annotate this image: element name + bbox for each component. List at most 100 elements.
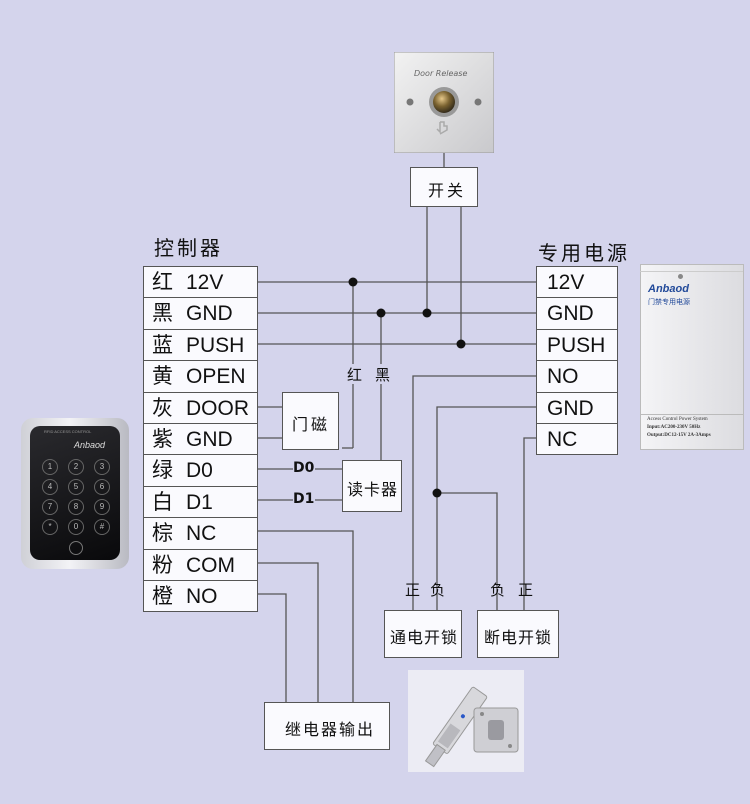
wire-relay-nc — [257, 530, 354, 702]
lock-power-on-box — [384, 610, 462, 658]
power-title: 专用电源 — [538, 241, 630, 265]
terminal-name: GND — [547, 302, 594, 326]
wire-psu-nc — [523, 437, 536, 610]
psu-spec-1: Access Control Power System — [647, 417, 708, 422]
keypad-brand: Anbaod — [74, 440, 106, 450]
wire-color-label: 黑 — [152, 301, 173, 326]
rfid-icon — [69, 541, 83, 555]
controller-terminal-row: 灰 DOOR — [143, 391, 258, 424]
power-terminal-row: GND — [536, 391, 618, 424]
card-reader-box — [342, 460, 402, 512]
terminal-name: D0 — [186, 459, 213, 483]
lock-on-pos: 正 — [405, 581, 421, 599]
button-plate-text: Door Release — [414, 69, 468, 78]
terminal-name: NC — [186, 522, 217, 546]
psu-spec-3: Output:DC12-15V 2A-3Amps — [647, 433, 711, 438]
wire-color-label: 橙 — [152, 584, 173, 608]
lock-on-neg: 负 — [430, 581, 446, 599]
power-terminal-row: PUSH — [536, 328, 618, 362]
wire-gnd-branch — [437, 492, 498, 610]
wire-psu-no — [412, 375, 536, 610]
terminal-name: GND — [186, 302, 233, 326]
power-terminal-row: NO — [536, 360, 618, 393]
psu-device-name: 门禁专用电源 — [648, 298, 690, 306]
controller-terminal-row: 蓝 PUSH — [143, 328, 258, 362]
wire-relay-com — [257, 562, 319, 702]
controller-terminal-row: 黑 GND — [143, 297, 258, 330]
keypad-key: * — [42, 519, 58, 535]
keypad-key: 2 — [68, 459, 84, 475]
keypad-key: 6 — [94, 479, 110, 495]
junction-dot — [422, 308, 432, 318]
reader-black-label: 黑 — [375, 366, 391, 384]
lock-off-pos: 正 — [518, 581, 534, 599]
wire-relay-no — [257, 593, 287, 702]
terminal-name: PUSH — [186, 333, 245, 357]
lock-power-off-box — [477, 610, 559, 658]
terminal-name: DOOR — [186, 396, 249, 420]
keypad-key: 0 — [68, 519, 84, 535]
keypad-key: # — [94, 519, 110, 535]
reader-d1-label: D1 — [293, 491, 315, 507]
exit-button-icon — [394, 52, 494, 153]
relay-output-label: 继电器输出 — [285, 720, 376, 739]
controller-title: 控制器 — [154, 236, 223, 260]
wire-psu-gnd — [436, 406, 536, 610]
terminal-name: NO — [186, 585, 218, 608]
lock-power-on-label: 通电开锁 — [390, 628, 459, 647]
keypad-key: 5 — [68, 479, 84, 495]
keypad-key: 8 — [68, 499, 84, 515]
power-terminal-row: 12V — [536, 266, 618, 299]
power-terminal-row: NC — [536, 423, 618, 456]
junction-dot — [376, 308, 386, 318]
junction-dot — [456, 339, 466, 349]
keypad-key: 4 — [42, 479, 58, 495]
controller-terminal-row: 紫 GND — [143, 423, 258, 456]
terminal-name: GND — [547, 396, 594, 420]
relay-output-box — [264, 702, 390, 750]
wire-color-label: 紫 — [152, 427, 173, 451]
terminal-name: NC — [547, 428, 578, 451]
wire-color-label: 红 — [152, 270, 173, 294]
keypad-key: 7 — [42, 499, 58, 515]
keypad-key: 3 — [94, 459, 110, 475]
psu-brand: Anbaod — [648, 283, 689, 295]
keypad-header: RFID ACCESS CONTROL — [44, 429, 92, 434]
terminal-name: GND — [186, 428, 233, 451]
wire-color-label: 棕 — [152, 521, 173, 546]
keypad-key: 9 — [94, 499, 110, 515]
reader-red-label: 红 — [347, 366, 363, 384]
wire-color-label: 蓝 — [152, 332, 173, 357]
wire-color-label: 粉 — [152, 552, 173, 577]
terminal-name: NO — [547, 365, 579, 389]
junction-dot — [432, 488, 442, 498]
door-sensor-box — [282, 392, 339, 450]
exit-button-label: 开关 — [428, 181, 467, 200]
wire-color-label: 白 — [152, 489, 173, 514]
controller-terminal-row: 棕 NC — [143, 517, 258, 550]
exit-button-box — [410, 167, 478, 207]
power-supply-device-icon: Anbaod 门禁专用电源 Access Control Power Syste… — [640, 264, 744, 450]
wire-color-label: 灰 — [152, 395, 173, 420]
terminal-name: 12V — [547, 271, 585, 294]
reader-d0-label: D0 — [293, 460, 315, 476]
psu-spec-2: Input:AC200-230V 50Hz — [647, 425, 701, 430]
keypad-key: 1 — [42, 459, 58, 475]
terminal-name: PUSH — [547, 333, 606, 357]
lock-power-off-label: 断电开锁 — [484, 628, 553, 647]
terminal-name: OPEN — [186, 365, 246, 389]
controller-terminal-row: 粉 COM — [143, 548, 258, 581]
terminal-name: D1 — [186, 490, 213, 514]
wire-color-label: 黄 — [152, 364, 173, 389]
wire-color-label: 绿 — [152, 458, 173, 483]
junction-dot — [348, 277, 358, 287]
electric-bolt-lock-icon — [408, 670, 524, 772]
controller-terminal-row: 绿 D0 — [143, 454, 258, 487]
controller-terminal-row: 黄 OPEN — [143, 360, 258, 393]
controller-terminal-row: 橙 NO — [143, 580, 258, 613]
terminal-name: COM — [186, 553, 235, 577]
controller-terminal-row: 白 D1 — [143, 485, 258, 519]
